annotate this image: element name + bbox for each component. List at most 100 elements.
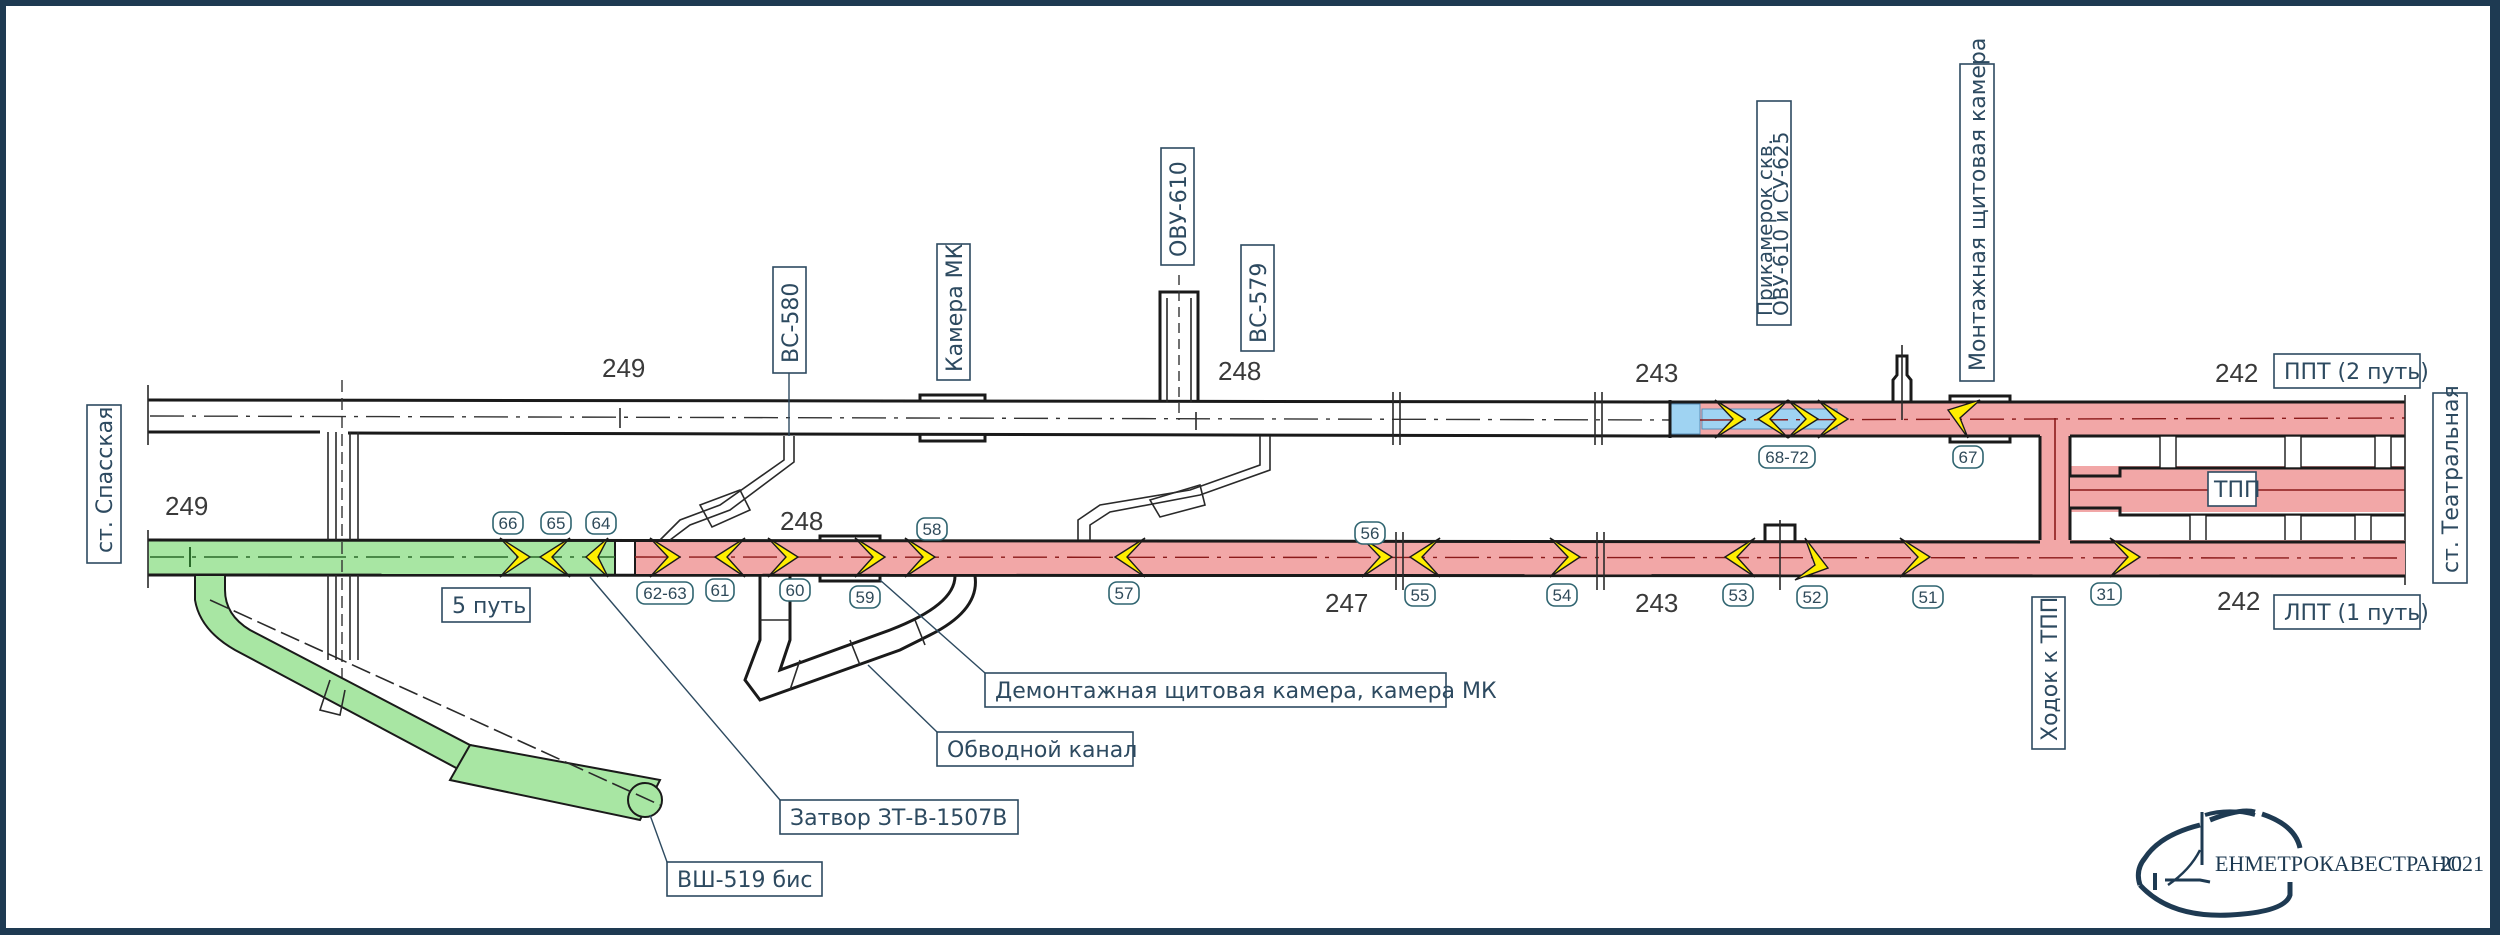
upper-tunnel-axis xyxy=(149,415,1671,421)
svg-text:ст. Спасская: ст. Спасская xyxy=(93,407,118,553)
svg-text:Прикамерок скв.: Прикамерок скв. xyxy=(1753,139,1777,316)
svg-text:58: 58 xyxy=(923,520,942,539)
tag-52: 52 xyxy=(1796,585,1828,609)
label-montazhnaya-kamera: Монтажная щитовая камера xyxy=(1959,38,1995,382)
label-ovu610: ОВУ-610 xyxy=(1160,147,1195,266)
vs579-passage xyxy=(1077,436,1271,540)
tag-56: 56 xyxy=(1354,521,1386,545)
logo-year: 2021 xyxy=(2440,851,2484,876)
track-label-fifth: 5 путь xyxy=(441,587,531,623)
picket-lower-242: 242 xyxy=(2217,586,2260,616)
barrier-52 xyxy=(1794,537,1830,581)
svg-text:ст. Театральная: ст. Театральная xyxy=(2439,385,2464,573)
svg-text:Монтажная щитовая камера: Монтажная щитовая камера xyxy=(1966,38,1991,371)
left-cross-passage xyxy=(327,380,359,680)
svg-text:ТПП: ТПП xyxy=(2213,478,2261,503)
svg-text:53: 53 xyxy=(1729,586,1748,605)
svg-text:31: 31 xyxy=(2097,585,2116,604)
svg-text:ВС-580: ВС-580 xyxy=(779,283,804,363)
barrier-51 xyxy=(1899,537,1932,578)
barrier-61 xyxy=(713,537,746,578)
picket-upper-249: 249 xyxy=(602,353,645,383)
picket-lower-243: 243 xyxy=(1635,588,1678,618)
barrier-56 xyxy=(1361,537,1394,578)
tag-31: 31 xyxy=(2090,582,2122,606)
tag-57: 57 xyxy=(1108,581,1140,605)
upper-tunnel-top-wall xyxy=(147,398,1671,404)
upper-tunnel-bottom-wall xyxy=(347,431,1671,438)
barrier-64 xyxy=(584,537,609,578)
barrier-54 xyxy=(1549,537,1582,578)
svg-text:55: 55 xyxy=(1411,586,1430,605)
picket-lower-248: 248 xyxy=(780,506,823,536)
svg-text:66: 66 xyxy=(499,514,518,533)
demontazhnaya-widening xyxy=(818,534,882,583)
barrier-60 xyxy=(767,537,800,578)
svg-text:68-72: 68-72 xyxy=(1765,448,1808,467)
label-khodok: Ходок к ТПП xyxy=(2031,596,2066,750)
svg-text:65: 65 xyxy=(547,514,566,533)
barrier-55 xyxy=(1408,537,1441,578)
svg-text:59: 59 xyxy=(856,588,875,607)
vsh519-shaft xyxy=(194,574,663,822)
svg-text:51: 51 xyxy=(1919,588,1938,607)
barrier-67 xyxy=(1946,399,1981,439)
callout-vsh519: ВШ-519 бис xyxy=(649,814,823,897)
barriers xyxy=(499,399,2142,581)
barrier-65 xyxy=(538,537,571,578)
svg-text:ВС-579: ВС-579 xyxy=(1247,263,1272,343)
svg-text:52: 52 xyxy=(1803,588,1822,607)
barrier-68-72 xyxy=(1714,399,1747,439)
tag-51: 51 xyxy=(1912,585,1944,609)
picket-upper-242: 242 xyxy=(2215,358,2258,388)
label-vs580: ВС-580 xyxy=(772,266,807,436)
break-marks xyxy=(1392,392,1603,445)
barrier-59 xyxy=(854,537,887,578)
picket-upper-243: 243 xyxy=(1635,358,1678,388)
callout-demontazhnaya: Демонтажная щитовая камера, камера МК xyxy=(879,579,1497,708)
tag-66: 66 xyxy=(492,511,524,535)
svg-text:ВШ-519 бис: ВШ-519 бис xyxy=(677,868,813,893)
tag-68-72: 68-72 xyxy=(1758,445,1816,469)
company-logo: ЕНМЕТРОКАВЕСТРАНС 2021 xyxy=(2135,808,2484,918)
barrier-58 xyxy=(904,537,937,578)
station-label-teatralnaya: ст. Театральная xyxy=(2432,385,2468,584)
vsh519-shaft-head xyxy=(627,782,663,818)
picket-lower-249: 249 xyxy=(165,491,208,521)
tag-65: 65 xyxy=(540,511,572,535)
barrier-68-72 xyxy=(1787,399,1820,439)
svg-text:54: 54 xyxy=(1553,586,1572,605)
svg-text:60: 60 xyxy=(786,581,805,600)
svg-text:Камера МК: Камера МК xyxy=(943,243,968,372)
svg-text:ОВУ-610 и СУ-625: ОВУ-610 и СУ-625 xyxy=(1769,132,1793,316)
svg-text:57: 57 xyxy=(1115,584,1134,603)
tag-67: 67 xyxy=(1952,445,1984,469)
barrier-31 xyxy=(2109,537,2142,578)
svg-text:Обводной канал: Обводной канал xyxy=(947,738,1137,763)
barrier-tags: 66 65 64 62-63 61 60 59 58 57 56 55 54 5… xyxy=(492,445,2122,609)
track-label-upper: ППТ (2 путь) xyxy=(2273,353,2429,389)
vs580-passage xyxy=(659,436,795,541)
svg-text:67: 67 xyxy=(1959,448,1978,467)
tag-55: 55 xyxy=(1404,583,1436,607)
svg-text:Затвор ЗТ-В-1507В: Затвор ЗТ-В-1507В xyxy=(790,806,1007,831)
barrier-62-63 xyxy=(649,537,682,578)
callout-zatvor: Затвор ЗТ-В-1507В xyxy=(589,576,1019,835)
tag-64: 64 xyxy=(585,511,617,535)
svg-text:5 путь: 5 путь xyxy=(452,594,526,619)
zatvor-gate xyxy=(614,539,636,576)
cross-passages xyxy=(2159,435,2392,543)
barrier-57 xyxy=(1113,537,1146,578)
logo-arc-icon xyxy=(2135,822,2201,886)
svg-text:64: 64 xyxy=(592,514,611,533)
logo-company-name: ЕНМЕТРОКАВЕСТРАНС xyxy=(2215,851,2462,876)
callout-obvodnoy: Обводной канал xyxy=(867,664,1137,767)
barrier-68-72 xyxy=(1817,399,1850,439)
obvodnoy-channel xyxy=(743,575,977,702)
tag-58: 58 xyxy=(916,517,948,541)
svg-text:Ходок к ТПП: Ходок к ТПП xyxy=(2038,597,2063,741)
svg-text:61: 61 xyxy=(711,581,730,600)
svg-text:ЛПТ (1 путь): ЛПТ (1 путь) xyxy=(2284,601,2429,626)
track-label-lower: ЛПТ (1 путь) xyxy=(2273,594,2429,630)
